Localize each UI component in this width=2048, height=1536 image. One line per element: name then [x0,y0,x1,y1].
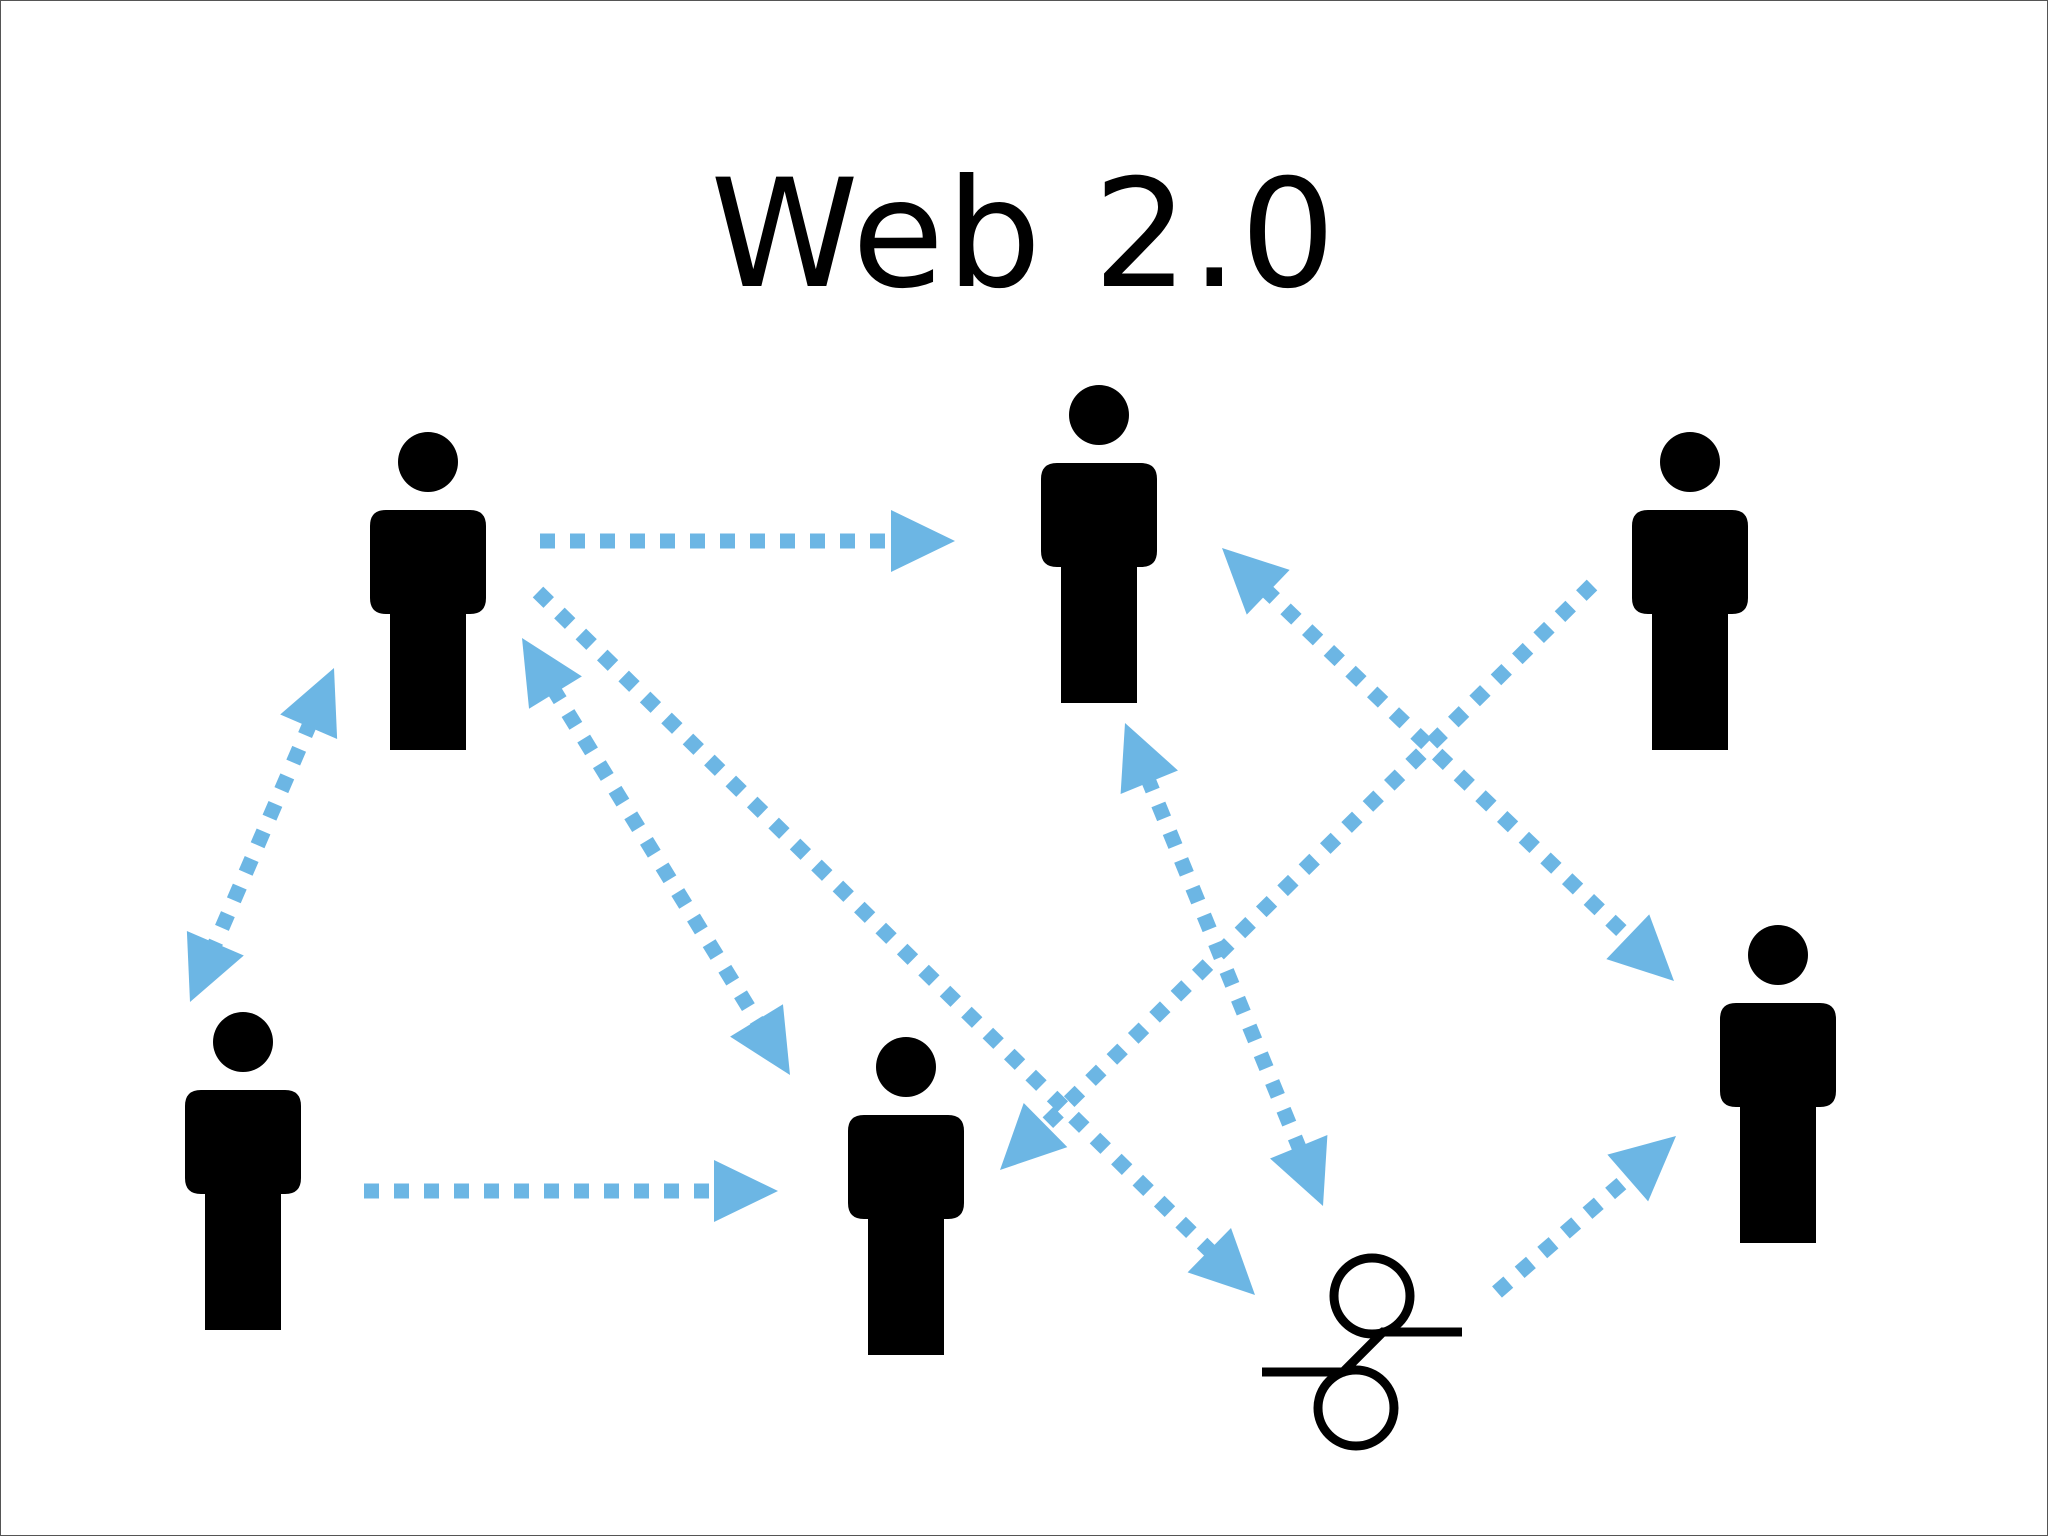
person-icon [1720,925,1836,1243]
connection-arrow [532,586,1255,1295]
arrowhead [891,510,955,572]
slide-title: Web 2.0 [710,148,1338,322]
arrowhead [1606,914,1674,981]
arrowhead [714,1160,778,1222]
arrowhead [1270,1135,1328,1206]
dotted-line [206,718,318,952]
connection-arrow [1222,548,1674,981]
arrowhead [280,668,338,740]
person-icon [185,1012,301,1330]
person-icon [1632,432,1748,750]
dotted-line [545,683,767,1030]
arrowhead [1607,1136,1676,1202]
connection-arrow [1000,579,1598,1170]
dotted-line [1258,582,1638,947]
arrowhead [1120,723,1178,794]
dotted-line [532,586,1219,1260]
connection-arrow [364,1160,778,1222]
person-icon [1041,385,1157,703]
person-icon [370,432,486,750]
connection-arrow [186,668,338,1002]
arrow-layer [186,510,1676,1298]
arrowhead [1187,1228,1255,1295]
dotted-line [1140,773,1308,1156]
connection-arrow [522,638,790,1075]
arrowhead [1222,548,1290,615]
arrowhead [186,930,244,1002]
dotted-line [1035,579,1598,1135]
dotted-line [1492,1168,1638,1298]
connection-arrow [540,510,955,572]
connection-arrow [1120,723,1328,1206]
link-icon [1262,1253,1462,1451]
person-icon [848,1037,964,1355]
arrowhead [522,638,582,709]
arrowhead [730,1004,790,1075]
connection-arrow [1492,1136,1676,1298]
figure-layer [185,385,1836,1451]
arrowhead [1000,1102,1068,1170]
